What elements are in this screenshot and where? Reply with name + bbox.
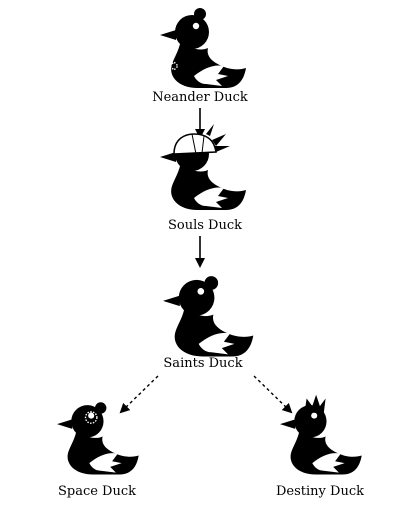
node-neander: [160, 8, 246, 88]
node-label-neander: Neander Duck: [152, 90, 248, 105]
saints-tuft-icon: [204, 276, 219, 290]
destiny-duck-icon: [280, 405, 362, 475]
node-label-destiny: Destiny Duck: [276, 484, 364, 499]
edge-saints-space: [119, 375, 159, 414]
node-saints: [163, 276, 254, 357]
node-label-souls: Souls Duck: [168, 218, 242, 233]
helmet-icon: [173, 133, 217, 155]
neander-mark-icon: [169, 61, 179, 71]
node-destiny: [280, 394, 362, 475]
spikes-icon: [206, 124, 230, 152]
edges: [119, 108, 293, 414]
visor-icon: [84, 411, 98, 424]
neander-tuft-icon: [194, 8, 206, 20]
edge-saints-destiny: [253, 375, 293, 414]
crest-icon: [304, 394, 326, 414]
saints-duck-icon: [163, 279, 254, 357]
node-label-saints: Saints Duck: [163, 356, 242, 371]
node-label-space: Space Duck: [58, 484, 136, 499]
space-duck-icon: [57, 405, 139, 475]
neander-duck-icon: [160, 15, 246, 88]
node-souls: [160, 124, 246, 210]
node-space: [57, 402, 139, 475]
